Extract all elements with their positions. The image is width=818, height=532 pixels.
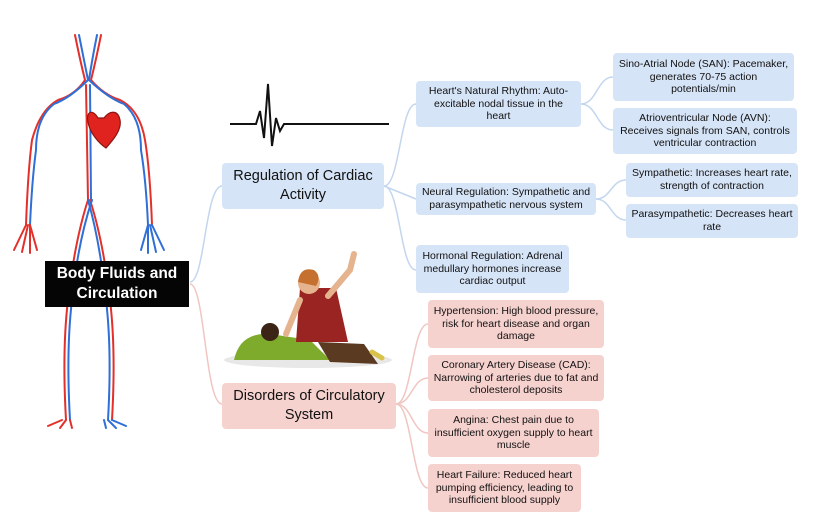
cpr-scene bbox=[224, 251, 392, 368]
node-angina: Angina: Chest pain due to insufficient o… bbox=[428, 409, 599, 457]
circulatory-system-figure bbox=[13, 34, 165, 429]
node-hormonal-regulation: Hormonal Regulation: Adrenal medullary h… bbox=[416, 245, 569, 293]
root-node: Body Fluids and Circulation bbox=[45, 261, 189, 307]
root-label: Body Fluids and Circulation bbox=[56, 264, 178, 302]
node-sympathetic-label: Sympathetic: Increases heart rate, stren… bbox=[632, 167, 792, 192]
branch-disorders: Disorders of Circulatory System bbox=[222, 383, 396, 429]
node-avn-label: Atrioventricular Node (AVN): Receives si… bbox=[620, 111, 790, 150]
connectors bbox=[189, 76, 627, 489]
branch-regulation-label: Regulation of Cardiac Activity bbox=[233, 168, 373, 203]
branch-disorders-label: Disorders of Circulatory System bbox=[233, 388, 385, 423]
heart-icon bbox=[87, 111, 121, 149]
node-parasympathetic-label: Parasympathetic: Decreases heart rate bbox=[631, 208, 793, 233]
node-san-label: Sino-Atrial Node (SAN): Pacemaker, gener… bbox=[618, 57, 789, 96]
node-parasympathetic: Parasympathetic: Decreases heart rate bbox=[626, 204, 798, 238]
node-neural-regulation-label: Neural Regulation: Sympathetic and paras… bbox=[421, 186, 591, 211]
node-natural-rhythm-label: Heart's Natural Rhythm: Auto-excitable n… bbox=[428, 84, 569, 123]
node-hormonal-regulation-label: Hormonal Regulation: Adrenal medullary h… bbox=[422, 249, 563, 288]
node-heart-failure-label: Heart Failure: Reduced heart pumping eff… bbox=[435, 468, 574, 507]
node-sympathetic: Sympathetic: Increases heart rate, stren… bbox=[626, 163, 798, 197]
node-san: Sino-Atrial Node (SAN): Pacemaker, gener… bbox=[613, 53, 794, 101]
node-hypertension: Hypertension: High blood pressure, risk … bbox=[428, 300, 604, 348]
connector-root-disorders bbox=[189, 283, 223, 405]
node-neural-regulation: Neural Regulation: Sympathetic and paras… bbox=[416, 183, 596, 215]
connector-root-regulation bbox=[189, 185, 223, 283]
node-avn: Atrioventricular Node (AVN): Receives si… bbox=[613, 108, 797, 154]
node-cad: Coronary Artery Disease (CAD): Narrowing… bbox=[428, 355, 604, 401]
node-angina-label: Angina: Chest pain due to insufficient o… bbox=[434, 413, 593, 452]
node-cad-label: Coronary Artery Disease (CAD): Narrowing… bbox=[433, 358, 599, 397]
branch-regulation: Regulation of Cardiac Activity bbox=[222, 163, 384, 209]
node-natural-rhythm: Heart's Natural Rhythm: Auto-excitable n… bbox=[416, 81, 581, 127]
node-hypertension-label: Hypertension: High blood pressure, risk … bbox=[433, 304, 599, 343]
node-heart-failure: Heart Failure: Reduced heart pumping eff… bbox=[428, 464, 581, 512]
ecg-waveform bbox=[230, 83, 389, 147]
